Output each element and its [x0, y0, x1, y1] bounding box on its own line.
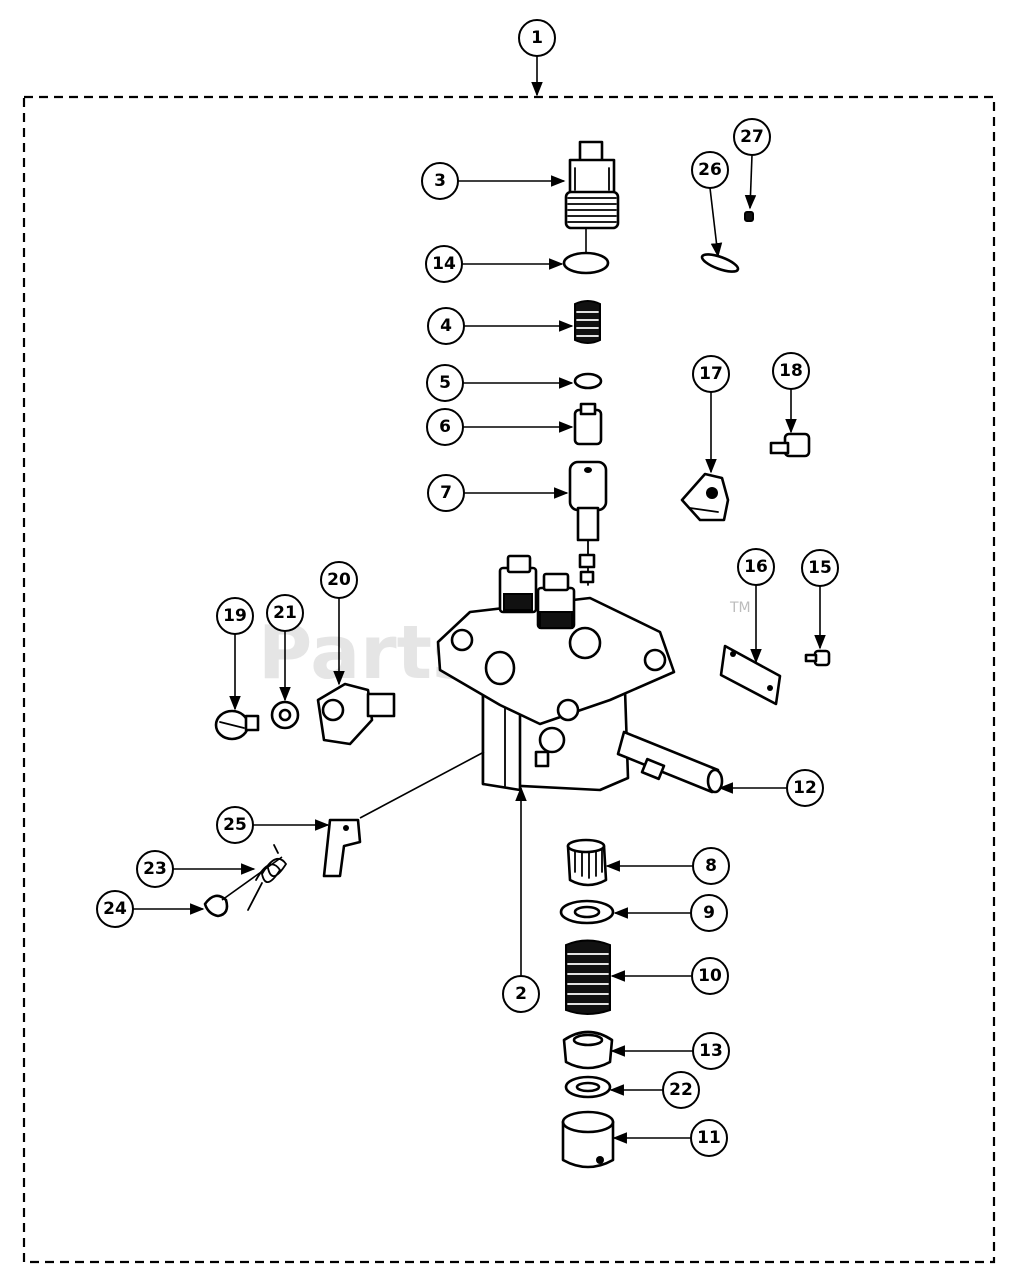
- part-21-washer: [270, 700, 300, 730]
- callout-8[interactable]: 8: [692, 847, 730, 885]
- callout-25[interactable]: 25: [216, 806, 254, 844]
- callout-18[interactable]: 18: [772, 352, 810, 390]
- part-15-screw: [804, 649, 831, 667]
- part-17-bracket: [680, 472, 730, 522]
- part-24-clip: [203, 894, 229, 918]
- callout-20[interactable]: 20: [320, 561, 358, 599]
- svg-text:5: 5: [439, 373, 451, 393]
- svg-text:12: 12: [793, 778, 817, 798]
- svg-text:13: 13: [699, 1041, 723, 1061]
- part-6-delivery-valve: [573, 402, 603, 446]
- part-5-washer: [573, 372, 603, 390]
- svg-text:23: 23: [143, 859, 167, 879]
- assembly-boundary: [22, 95, 996, 1264]
- svg-text:24: 24: [103, 899, 127, 919]
- svg-text:15: 15: [808, 558, 832, 578]
- callout-9[interactable]: 9: [690, 894, 728, 932]
- callout-6[interactable]: 6: [426, 408, 464, 446]
- svg-text:11: 11: [697, 1128, 721, 1148]
- callout-2[interactable]: 2: [502, 975, 540, 1013]
- callout-5[interactable]: 5: [426, 364, 464, 402]
- part-13-spring-seat: [562, 1030, 614, 1070]
- svg-text:1: 1: [531, 28, 543, 48]
- part-26-pin: [700, 253, 740, 273]
- callout-3[interactable]: 3: [421, 162, 459, 200]
- callout-14[interactable]: 14: [425, 245, 463, 283]
- callout-22[interactable]: 22: [662, 1071, 700, 1109]
- watermark-trademark: TM: [729, 600, 751, 616]
- svg-text:8: 8: [705, 856, 717, 876]
- callout-1[interactable]: 1: [518, 19, 556, 57]
- svg-text:26: 26: [698, 160, 722, 180]
- part-16-plate: [719, 644, 782, 706]
- svg-text:6: 6: [439, 417, 451, 437]
- svg-text:20: 20: [327, 570, 351, 590]
- callout-15[interactable]: 15: [801, 549, 839, 587]
- svg-text:25: 25: [223, 815, 247, 835]
- part-20-plug: [316, 682, 396, 746]
- callout-26[interactable]: 26: [691, 151, 729, 189]
- part-25-lever-plate: [322, 818, 362, 878]
- svg-text:10: 10: [698, 966, 722, 986]
- part-10-spring: [565, 939, 611, 1015]
- svg-text:17: 17: [699, 364, 723, 384]
- callout-19[interactable]: 19: [216, 597, 254, 635]
- part-22-washer: [564, 1075, 612, 1099]
- svg-text:27: 27: [740, 127, 764, 147]
- part-8-gear: [566, 838, 608, 887]
- svg-text:3: 3: [434, 171, 446, 191]
- svg-text:16: 16: [744, 557, 768, 577]
- part-18-bolt: [769, 432, 811, 458]
- callout-17[interactable]: 17: [692, 355, 730, 393]
- callout-7[interactable]: 7: [427, 474, 465, 512]
- leader-lines: [133, 56, 826, 1144]
- callout-16[interactable]: 16: [737, 548, 775, 586]
- svg-text:18: 18: [779, 361, 803, 381]
- callout-27[interactable]: 27: [733, 118, 771, 156]
- svg-text:7: 7: [440, 483, 452, 503]
- svg-text:2: 2: [515, 984, 527, 1004]
- callout-4[interactable]: 4: [427, 307, 465, 345]
- callout-10[interactable]: 10: [691, 957, 729, 995]
- part-2-pump-body: [436, 554, 724, 794]
- svg-text:21: 21: [273, 603, 297, 623]
- part-3-delivery-valve-holder: [564, 140, 620, 230]
- callout-24[interactable]: 24: [96, 890, 134, 928]
- part-9-washer: [559, 899, 615, 925]
- part-7-plunger: [568, 460, 608, 586]
- svg-text:22: 22: [669, 1080, 693, 1100]
- part-19-screw: [214, 709, 260, 741]
- svg-text:9: 9: [703, 903, 715, 923]
- svg-text:4: 4: [440, 316, 452, 336]
- callout-group: 1 2 3 4 5 6 7 8 9 10 11 12 13 14 15 16 1…: [96, 19, 839, 1157]
- svg-text:14: 14: [432, 254, 456, 274]
- part-11-tappet: [561, 1110, 615, 1169]
- callout-12[interactable]: 12: [786, 769, 824, 807]
- svg-text:19: 19: [223, 606, 247, 626]
- callout-21[interactable]: 21: [266, 594, 304, 632]
- part-23-spring: [247, 844, 288, 911]
- callout-23[interactable]: 23: [136, 850, 174, 888]
- part-14-gasket: [562, 251, 610, 275]
- callout-11[interactable]: 11: [690, 1119, 728, 1157]
- part-27-screw: [744, 211, 754, 222]
- callout-13[interactable]: 13: [692, 1032, 730, 1070]
